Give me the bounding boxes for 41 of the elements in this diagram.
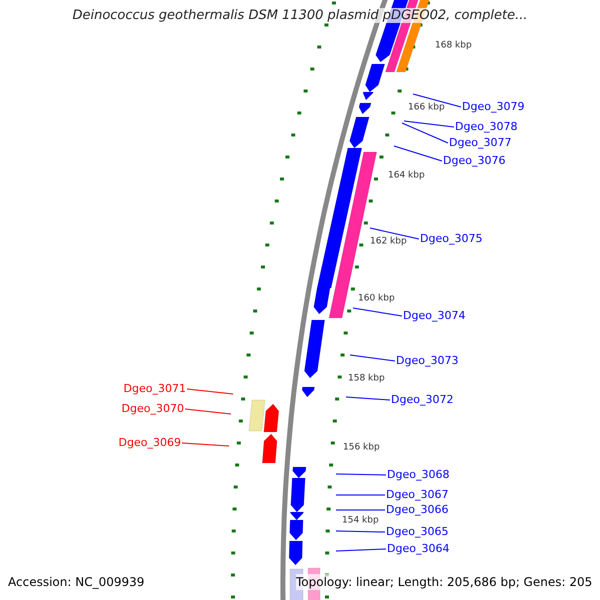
leader-line: [402, 122, 448, 144]
map-info-text: Accession: NC_009939: [8, 574, 144, 590]
leader-line: [352, 308, 402, 316]
leader-line: [346, 396, 390, 400]
leader-line: [336, 548, 386, 552]
scale-label: 168 kbp: [435, 40, 472, 52]
scale-label: 160 kbp: [358, 294, 395, 304]
leader-line: [394, 146, 442, 162]
gene-label: Dgeo_3075: [420, 232, 482, 246]
map-info-text: Topology: linear; Length: 205,686 bp; Genes: 205: [296, 574, 592, 590]
leader-line: [182, 442, 230, 446]
gene-label: Dgeo_3073: [396, 354, 458, 368]
leader-line: [336, 530, 386, 532]
leader-line: [186, 388, 234, 394]
leader-line: [184, 408, 232, 414]
leader-line: [336, 494, 386, 496]
gene-label: Dgeo_3068: [387, 468, 450, 482]
leader-line: [350, 354, 396, 362]
gene-label: Dgeo_3072: [391, 393, 454, 407]
gene-label: Dgeo_3074: [403, 309, 466, 323]
gene-label: Dgeo_3077: [449, 136, 512, 150]
scale-label: 166 kbp: [408, 102, 445, 114]
gene-label: Dgeo_3070: [122, 402, 184, 416]
leader-line: [370, 228, 420, 240]
leader-line: [336, 474, 386, 476]
gene-label: Dgeo_3067: [386, 488, 448, 502]
gene-label: Dgeo_3065: [386, 525, 448, 539]
gene-label: Dgeo_3064: [387, 542, 450, 556]
leader-line: [404, 120, 454, 128]
scale-label: 162 kbp: [370, 236, 407, 248]
scale-label: 158 kbp: [348, 374, 385, 384]
scale-label: 156 kbp: [343, 442, 380, 454]
gene-label: Dgeo_3078: [455, 120, 518, 134]
gene-label: Dgeo_3066: [386, 503, 448, 517]
gene-label: Dgeo_3071: [124, 382, 186, 396]
leader-line: [412, 94, 462, 108]
gene-label: Dgeo_3076: [443, 154, 506, 168]
gene-label: Dgeo_3079: [462, 100, 524, 114]
scale-label: 164 kbp: [388, 170, 425, 182]
scale-label: 154 kbp: [342, 516, 379, 526]
gene-label: Dgeo_3069: [118, 436, 181, 450]
